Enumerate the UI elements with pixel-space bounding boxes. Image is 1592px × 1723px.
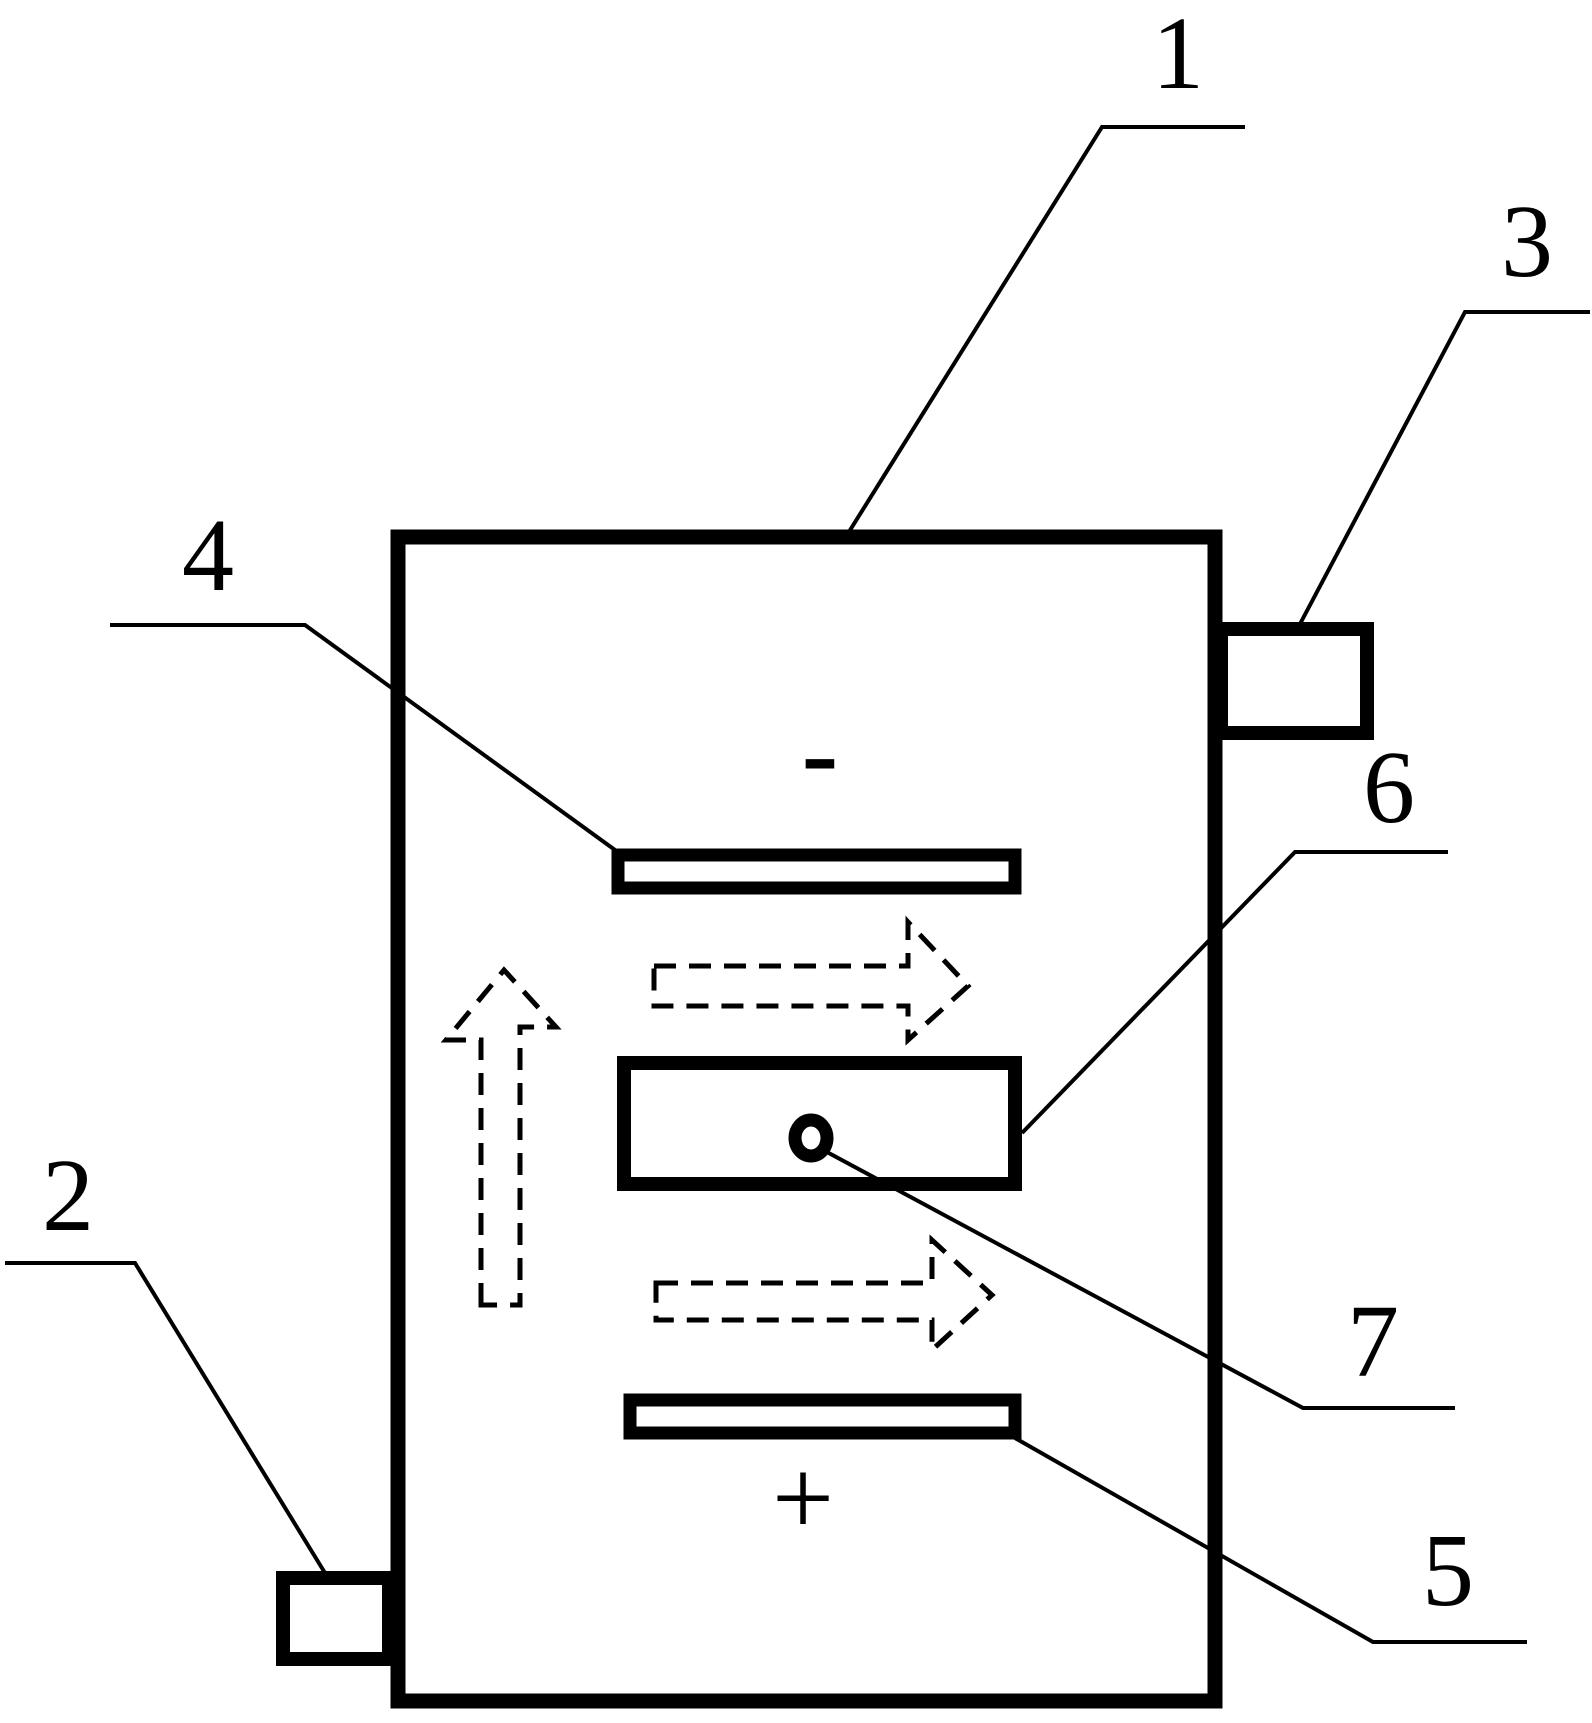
leader-line-3 [1298, 310, 1590, 625]
leader-line-4 [110, 623, 617, 852]
upward-flow-arrow [440, 966, 562, 1308]
flow-arrows [440, 915, 996, 1356]
label-6: 6 [1363, 730, 1415, 845]
inlet-port [276, 1571, 396, 1666]
label-2: 2 [42, 1138, 94, 1253]
label-1: 1 [1152, 0, 1204, 111]
leader-lines [5, 125, 1590, 1644]
leader-line-1 [845, 125, 1245, 537]
leader-line-6 [1020, 850, 1448, 1135]
plus-sign: + [772, 1437, 834, 1559]
minus-sign: - [802, 692, 839, 814]
leader-line-2 [5, 1261, 327, 1575]
leader-line-7 [824, 1149, 1455, 1410]
central-block [617, 1056, 1022, 1191]
leader-line-5 [1014, 1436, 1527, 1644]
lower-right-flow-arrow [653, 1234, 996, 1356]
label-5: 5 [1422, 1513, 1474, 1628]
negative-electrode-plate [611, 848, 1022, 895]
housing-body [390, 529, 1223, 1709]
label-4: 4 [182, 498, 234, 613]
small-ring [788, 1113, 834, 1163]
upper-right-flow-arrow [651, 915, 972, 1046]
positive-electrode-plate [623, 1393, 1022, 1440]
label-7: 7 [1347, 1284, 1399, 1399]
outlet-port [1214, 622, 1374, 740]
label-3: 3 [1501, 184, 1553, 299]
